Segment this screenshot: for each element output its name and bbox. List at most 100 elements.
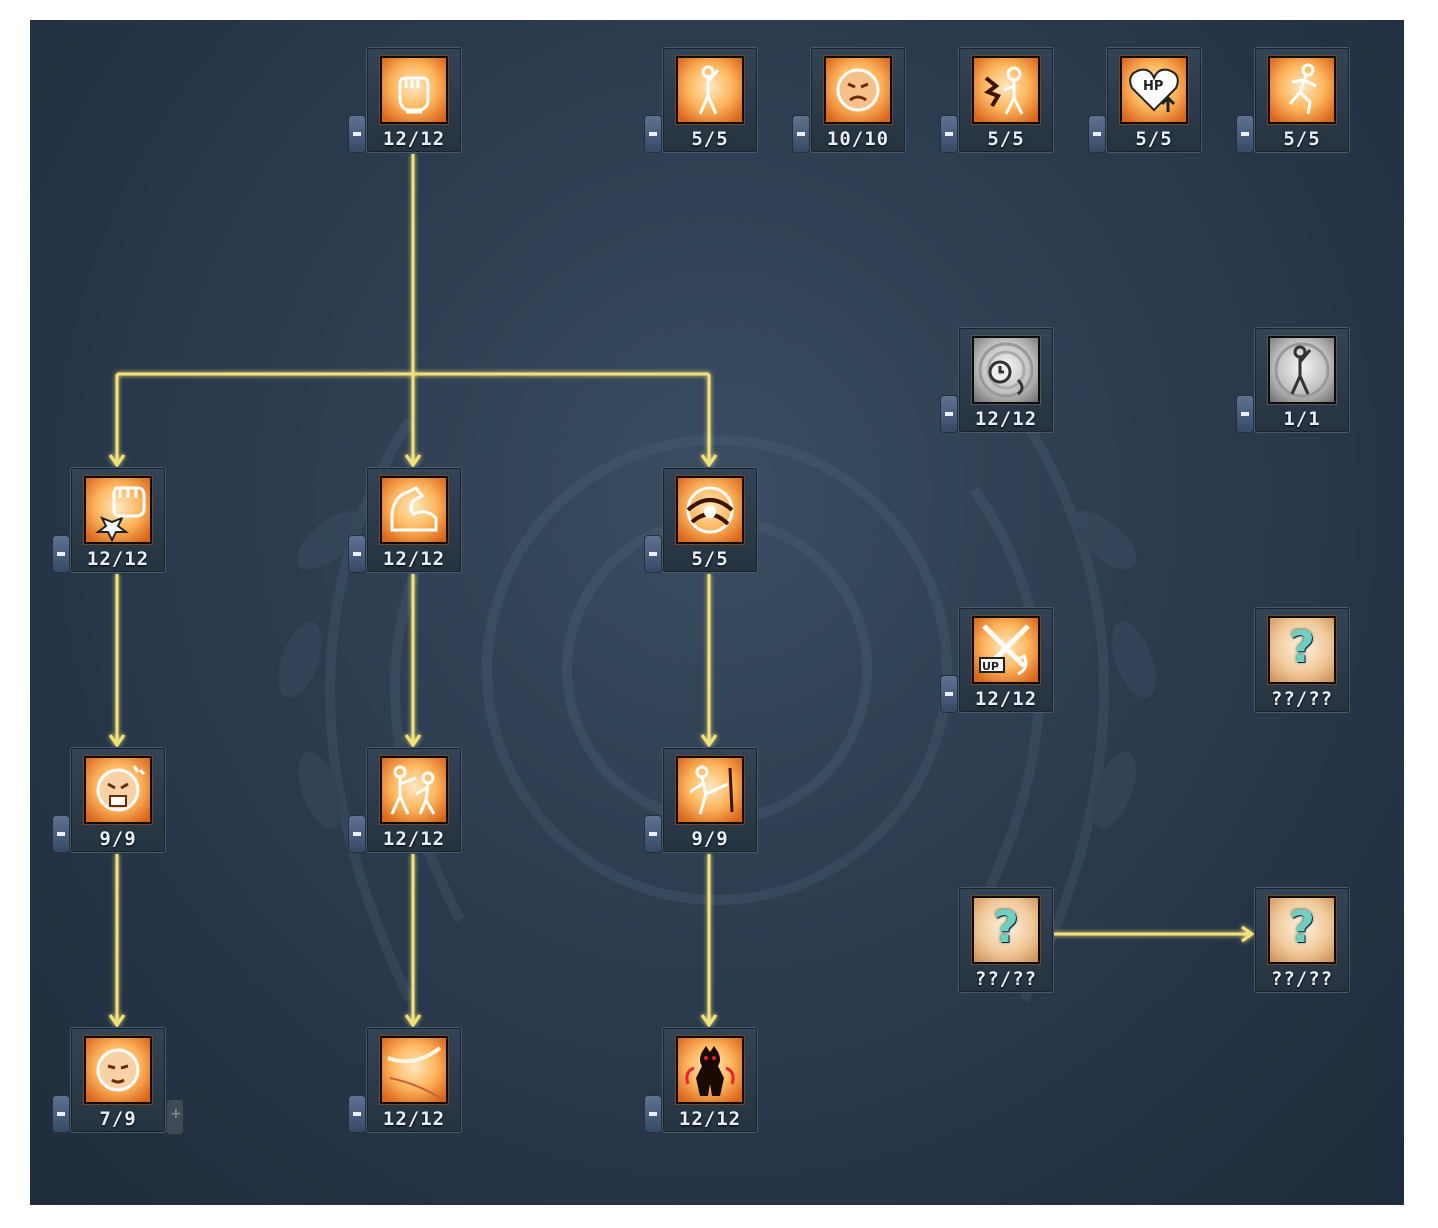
calm-face-icon[interactable]: [84, 1036, 152, 1104]
skill-node-whirl[interactable]: 5/5: [644, 467, 758, 575]
skill-slot-frame: ???/??: [958, 887, 1054, 993]
skill-tree-panel: 12/12 5/5 10/10 5/5 HP 5/5 5/5 12/12 1/1 12/12 12/…: [30, 20, 1404, 1205]
connector-arrowhead: [700, 734, 718, 748]
skill-slot-frame: 9/9: [662, 747, 758, 853]
skill-level-text: 5/5: [987, 128, 1025, 150]
skill-slot-frame: 12/12: [662, 1027, 758, 1133]
skill-level-text: 5/5: [1135, 128, 1173, 150]
skill-slot-frame: 12/12: [958, 327, 1054, 433]
skill-node-aura-stance[interactable]: 1/1: [1236, 327, 1350, 435]
stance-figure-icon[interactable]: [676, 56, 744, 124]
skill-level-text: 12/12: [382, 1108, 446, 1130]
decrease-level-button[interactable]: [940, 675, 958, 713]
skill-slot-frame: 12/12: [366, 1027, 462, 1133]
hp-heart-up-icon[interactable]: HP: [1120, 56, 1188, 124]
skill-node-rage-face[interactable]: 10/10: [792, 47, 906, 155]
decrease-level-button[interactable]: [52, 535, 70, 573]
decrease-level-button[interactable]: [644, 535, 662, 573]
increase-level-button[interactable]: [166, 1099, 184, 1135]
running-figure-icon[interactable]: [1268, 56, 1336, 124]
skill-level-text: 12/12: [382, 828, 446, 850]
shouting-face-icon[interactable]: [84, 756, 152, 824]
skill-node-hp-up[interactable]: HP 5/5: [1088, 47, 1202, 155]
skill-slot-frame: HP 5/5: [1106, 47, 1202, 153]
aura-figure-icon[interactable]: [1268, 336, 1336, 404]
stopwatch-icon[interactable]: [972, 336, 1040, 404]
decrease-level-button[interactable]: [1236, 395, 1254, 433]
crossed-swords-up-icon[interactable]: UP: [972, 616, 1040, 684]
decrease-level-button[interactable]: [792, 115, 810, 153]
skill-node-slash[interactable]: 12/12: [348, 1027, 462, 1135]
decrease-level-button[interactable]: [348, 535, 366, 573]
skill-level-text: 12/12: [382, 548, 446, 570]
skill-level-text: 1/1: [1283, 408, 1321, 430]
skill-node-star-fist[interactable]: 12/12: [52, 467, 166, 575]
skill-slot-frame: 12/12: [366, 747, 462, 853]
whirlwind-icon[interactable]: [676, 476, 744, 544]
question-mark-icon[interactable]: ?: [1268, 896, 1336, 964]
decrease-level-button[interactable]: [52, 1095, 70, 1133]
skill-node-timer[interactable]: 12/12: [940, 327, 1054, 435]
connector-arrowhead: [404, 1014, 422, 1028]
connector-arrowhead: [108, 1014, 126, 1028]
decrease-level-button[interactable]: [52, 815, 70, 853]
skill-node-mystery-2[interactable]: ???/??: [958, 887, 1054, 995]
connector-arrowhead: [1241, 925, 1255, 943]
dark-demon-icon[interactable]: [676, 1036, 744, 1104]
skill-slot-frame: ? ??/??: [1254, 607, 1350, 713]
skill-node-flex[interactable]: 12/12: [348, 467, 462, 575]
skill-node-burst[interactable]: 5/5: [940, 47, 1054, 155]
skill-slot-frame: 5/5: [1254, 47, 1350, 153]
connector-arrowhead: [108, 734, 126, 748]
decrease-level-button[interactable]: [1236, 115, 1254, 153]
skill-slot-frame: 5/5: [662, 47, 758, 153]
question-mark-glyph: ?: [993, 902, 1019, 953]
skill-node-run[interactable]: 5/5: [1236, 47, 1350, 155]
slash-mark-icon[interactable]: [380, 1036, 448, 1104]
skill-node-fist[interactable]: 12/12: [348, 47, 462, 155]
connector-arrowhead: [108, 454, 126, 468]
decrease-level-button[interactable]: [644, 115, 662, 153]
skill-level-text: ??/??: [1270, 688, 1334, 710]
decrease-level-button[interactable]: [940, 115, 958, 153]
skill-node-shout[interactable]: 9/9: [52, 747, 166, 855]
skill-slot-frame: 1/1: [1254, 327, 1350, 433]
skill-level-text: 9/9: [691, 828, 729, 850]
decrease-level-button[interactable]: [940, 395, 958, 433]
angry-face-icon[interactable]: [824, 56, 892, 124]
skill-node-kick[interactable]: 9/9: [644, 747, 758, 855]
decrease-level-button[interactable]: [644, 815, 662, 853]
flexed-arm-icon[interactable]: [380, 476, 448, 544]
skill-node-mystery-3[interactable]: ? ??/??: [1254, 887, 1350, 995]
connector-arrowhead: [404, 734, 422, 748]
kicking-figure-icon[interactable]: [676, 756, 744, 824]
burst-figure-icon[interactable]: [972, 56, 1040, 124]
skill-slot-frame: 9/9: [70, 747, 166, 853]
decrease-level-button[interactable]: [1088, 115, 1106, 153]
question-mark-icon[interactable]: ?: [1268, 616, 1336, 684]
skill-node-stance[interactable]: 5/5: [644, 47, 758, 155]
skill-level-text: 7/9: [99, 1108, 137, 1130]
sparring-figures-icon[interactable]: [380, 756, 448, 824]
skill-level-text: 12/12: [382, 128, 446, 150]
skill-node-mystery-1[interactable]: ? ??/??: [1254, 607, 1350, 715]
question-mark-icon[interactable]: ?: [972, 896, 1040, 964]
decrease-level-button[interactable]: [348, 1095, 366, 1133]
decrease-level-button[interactable]: [644, 1095, 662, 1133]
decrease-level-button[interactable]: [348, 115, 366, 153]
skill-level-text: ??/??: [1270, 968, 1334, 990]
background-crest-watermark: [278, 417, 1156, 1003]
skill-level-text: 5/5: [1283, 128, 1321, 150]
skill-node-duel[interactable]: 12/12: [348, 747, 462, 855]
connector-arrowhead: [700, 454, 718, 468]
svg-text:UP: UP: [982, 660, 999, 673]
skill-level-text: 12/12: [86, 548, 150, 570]
star-fist-icon[interactable]: [84, 476, 152, 544]
skill-node-calm-face[interactable]: 7/9: [52, 1027, 184, 1135]
skill-node-demon[interactable]: 12/12: [644, 1027, 758, 1135]
skill-slot-frame: 12/12: [70, 467, 166, 573]
decrease-level-button[interactable]: [348, 815, 366, 853]
fist-icon[interactable]: [380, 56, 448, 124]
question-mark-glyph: ?: [1289, 902, 1315, 953]
